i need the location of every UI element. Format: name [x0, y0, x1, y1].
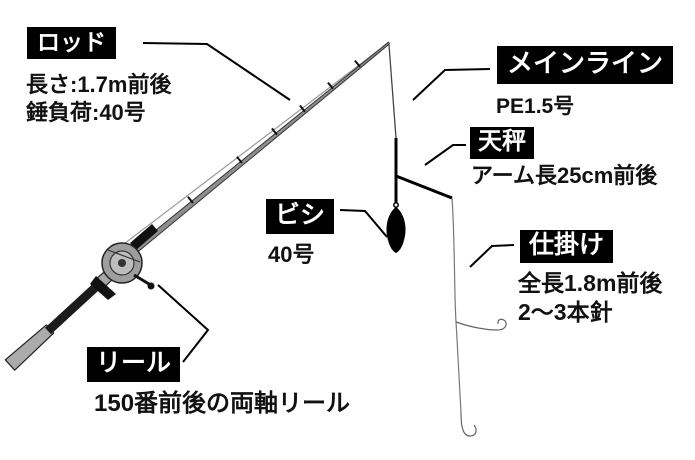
rod-guides: [187, 59, 361, 204]
rod-guide: [187, 196, 194, 204]
reel-leader-line: [157, 284, 210, 363]
reel-illustration: [90, 224, 158, 300]
shikake-hooks-text: 2〜3本針: [518, 299, 613, 325]
tenbin-label: 天秤: [470, 127, 534, 159]
reel-handle-arm: [133, 273, 150, 286]
reel-handle-knob: [147, 282, 155, 290]
rod-leader-line: [142, 42, 291, 101]
reel-spec-text: 150番前後の両軸リール: [94, 390, 351, 417]
main-line: [388, 44, 397, 139]
reel-label: リール: [87, 347, 181, 382]
tenbin-arm: [395, 174, 453, 200]
shikake-leader-line: [469, 244, 515, 268]
rod-length-text: 長さ:1.7m前後: [26, 72, 172, 97]
bishi-label: ビシ: [266, 199, 335, 234]
shikake-length-text: 全長1.8m前後: [518, 270, 663, 296]
rod-guide: [299, 104, 306, 113]
reel-hub: [118, 259, 126, 267]
rod-butt-grip: [4, 324, 55, 371]
tenbin-leader-line: [424, 144, 466, 166]
mainline-leader-line: [412, 68, 491, 101]
end-hook-icon: [460, 412, 477, 437]
reel-detail: [107, 249, 141, 263]
rod-guide: [354, 59, 361, 68]
reel-seat: [130, 224, 158, 250]
tenbin-swivel: [393, 202, 399, 208]
rod-handle: [45, 281, 101, 335]
tenbin-illustration: [393, 138, 453, 208]
rod-guide: [327, 81, 334, 90]
bishi-leader-line: [339, 209, 388, 238]
rig-line: [451, 197, 462, 414]
line-on-rod: [119, 42, 389, 248]
mainline-label: メインライン: [497, 46, 674, 84]
rod-guide: [236, 156, 243, 164]
shikake-label: 仕掛け: [520, 230, 614, 263]
reel-clamp: [90, 276, 116, 300]
rod-label: ロッド: [27, 27, 116, 60]
tenbin-arm-length-text: アーム長25cm前後: [471, 163, 658, 188]
mainline-spec-text: PE1.5号: [496, 95, 575, 118]
bishi-size-text: 40号: [268, 242, 315, 267]
bishi-weight: [386, 207, 406, 253]
rod-guide: [271, 127, 278, 136]
rod-weight-capacity-text: 錘負荷:40号: [26, 100, 146, 125]
branch-hook-icon: [455, 318, 507, 331]
leader-lines: [142, 42, 515, 363]
